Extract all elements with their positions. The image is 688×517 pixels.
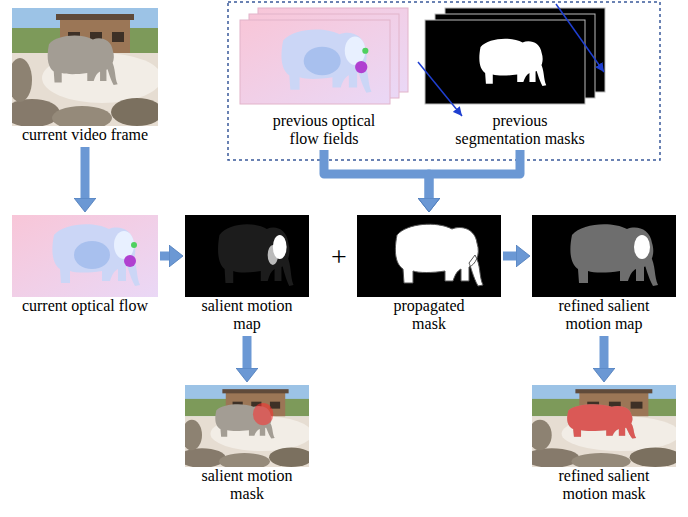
drawing-part — [425, 20, 585, 104]
image-node: current video frame — [12, 8, 158, 144]
previous-flow-stack — [240, 8, 408, 104]
image-node: previous optical flow fields — [240, 8, 408, 148]
propagated-mask-image — [357, 215, 501, 297]
flow-arrow — [429, 150, 520, 198]
node-caption: previous optical flow fields — [265, 112, 383, 148]
flow-arrow — [503, 252, 516, 261]
image-node: refined salient motion mask — [532, 385, 676, 503]
image-node: propagated mask — [357, 215, 501, 333]
node-caption: propagated mask — [384, 297, 474, 333]
drawing-part — [425, 20, 585, 104]
flow-arrow — [600, 336, 609, 368]
node-caption: salient motion map — [190, 297, 305, 333]
flow-arrow — [81, 147, 90, 198]
refined-mask-image — [524, 385, 681, 470]
image-slot — [12, 215, 158, 297]
image-slot — [532, 385, 676, 467]
refined-map-image — [532, 215, 676, 297]
image-slot — [425, 8, 615, 112]
depth-arrow — [418, 62, 462, 116]
image-node: salient motion mask — [185, 385, 309, 503]
image-slot — [240, 8, 408, 112]
optical-flow-image — [12, 215, 158, 297]
motion-map-image — [185, 215, 309, 297]
image-node: salient motion map — [185, 215, 309, 333]
motion-mask-image — [178, 385, 313, 470]
image-slot — [357, 215, 501, 297]
drawing-part — [240, 20, 390, 104]
previous-mask-stack — [425, 8, 605, 104]
node-caption: current video frame — [12, 126, 158, 144]
node-caption: refined salient motion mask — [542, 467, 667, 503]
dashed-group-box — [228, 2, 660, 160]
image-node: previous segmentation masks — [425, 8, 615, 148]
flow-arrow — [324, 150, 429, 198]
drawing-part — [85, 147, 604, 368]
image-slot — [12, 8, 158, 126]
drawing-part — [240, 20, 390, 104]
image-slot — [185, 215, 309, 297]
image-node: refined salient motion map — [532, 215, 676, 333]
depth-arrow — [556, 4, 604, 72]
node-caption: refined salient motion map — [542, 297, 667, 333]
video-frame-image — [4, 8, 163, 130]
image-node: current optical flow — [12, 215, 158, 315]
image-slot — [532, 215, 676, 297]
plus-sign: + — [331, 243, 347, 271]
node-caption: current optical flow — [12, 297, 158, 315]
node-caption: salient motion mask — [190, 467, 305, 503]
image-slot — [185, 385, 309, 467]
flow-arrow — [160, 252, 169, 261]
flow-arrow — [243, 336, 252, 368]
node-caption: previous segmentation masks — [453, 112, 588, 148]
